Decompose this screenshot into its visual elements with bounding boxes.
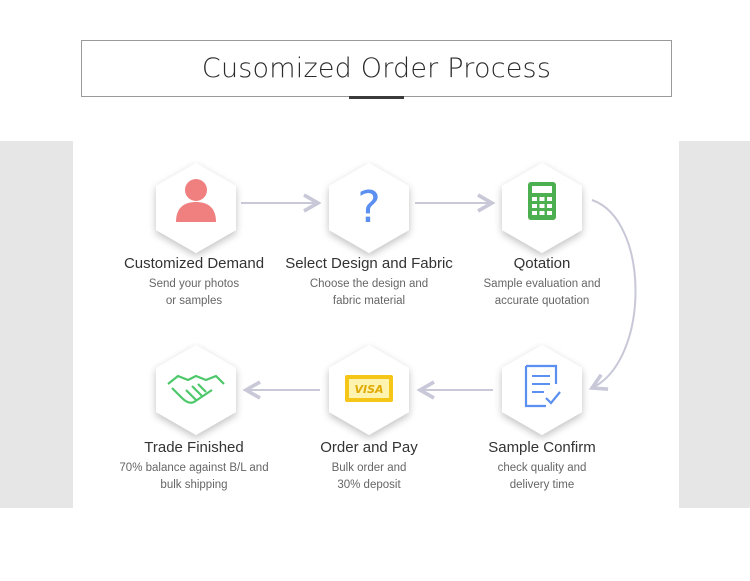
step-customized-demand: Customized Demand Send your photos or sa… [94,255,294,310]
step-title: Select Design and Fabric [285,255,453,272]
page-title: Cusomized Order Process [201,53,552,84]
step-desc-line-2: or samples [165,295,223,307]
step-desc-line-2: fabric material [332,295,406,307]
step-title: Qotation [513,255,571,272]
step-title: Trade Finished [144,439,244,456]
step-order-and-pay: Order and Pay Bulk order and 30% deposit [269,439,469,494]
step-description: Choose the design and fabric material [269,276,469,310]
side-panel-left [0,141,73,508]
hexagon-step-2 [329,163,409,253]
hexagon-step-4 [502,345,582,435]
step-trade-finished: Trade Finished 70% balance against B/L a… [94,439,294,494]
step-title: Sample Confirm [488,439,596,456]
person-icon [176,179,216,222]
visa-card-icon: VISA [345,375,393,402]
calculator-icon [528,182,556,220]
step-title: Customized Demand [123,255,265,272]
step-description: Send your photos or samples [94,276,294,310]
arrow-3-4 [588,199,637,391]
step-desc-line-1: check quality and [497,462,587,474]
step-sample-confirm: Sample Confirm check quality and deliver… [442,439,642,494]
step-desc-line-2: accurate quotation [494,295,590,307]
question-icon: ? [357,182,380,233]
step-description: check quality and delivery time [442,460,642,494]
step-description: Sample evaluation and accurate quotation [442,276,642,310]
step-title: Order and Pay [320,439,418,456]
step-desc-line-2: delivery time [509,479,575,491]
svg-text:?: ? [357,182,380,233]
step-desc-line-2: 30% deposit [337,479,401,491]
step-desc-line-1: Sample evaluation and [483,278,601,290]
handshake-icon [167,374,225,404]
step-desc-line-1: Send your photos [148,278,240,290]
step-desc-line-1: Choose the design and [309,278,429,290]
step-description: Bulk order and 30% deposit [269,460,469,494]
step-desc-line-1: 70% balance against B/L and [119,462,269,474]
document-check-icon [524,364,561,408]
side-panel-right [679,141,750,508]
step-desc-line-2: bulk shipping [160,479,228,491]
step-qotation: Qotation Sample evaluation and accurate … [442,255,642,310]
step-desc-line-1: Bulk order and [331,462,407,474]
svg-text:VISA: VISA [354,383,383,396]
step-description: 70% balance against B/L and bulk shippin… [94,460,294,494]
title-underline [349,96,404,99]
step-select-design: Select Design and Fabric Choose the desi… [269,255,469,310]
